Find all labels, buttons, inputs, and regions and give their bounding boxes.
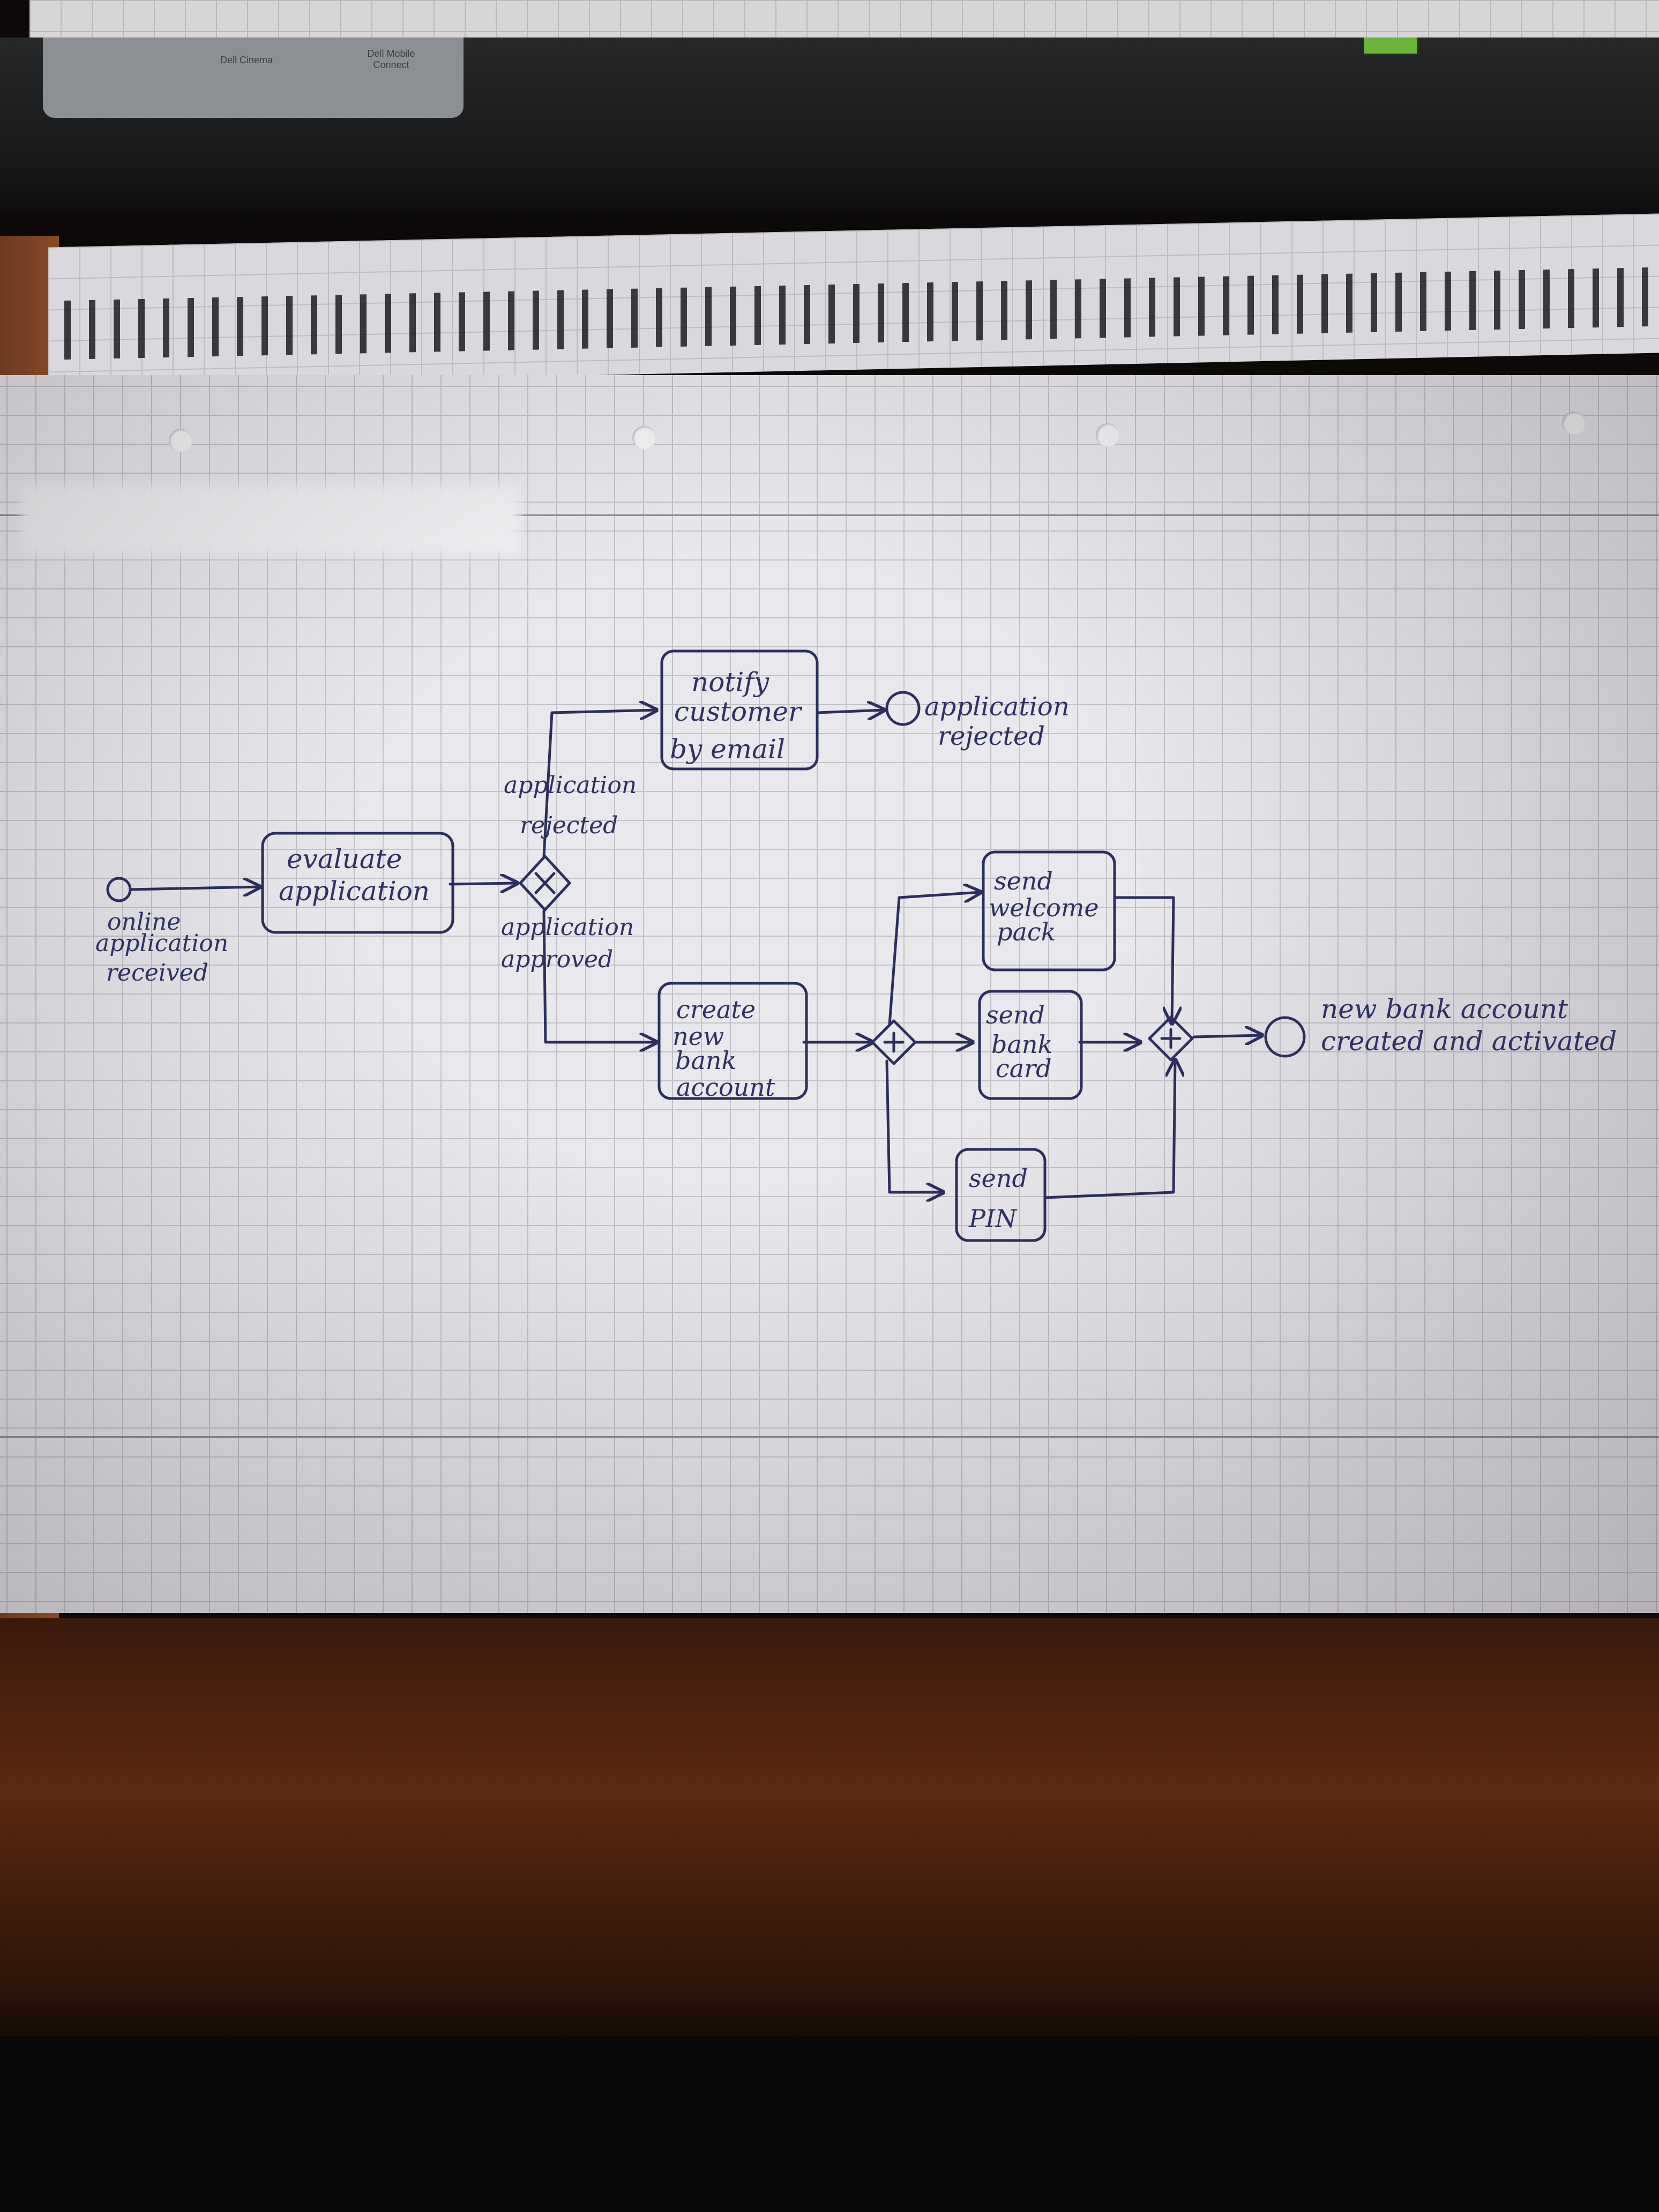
laptop-base: Dell Cinema Dell Mobile Connect <box>0 38 1659 214</box>
gateway-x-marker <box>534 872 556 894</box>
flow-gateway-to-notify <box>542 710 656 858</box>
task-pin-label: send PIN <box>968 1164 1036 1233</box>
blurred-header-area <box>21 485 520 555</box>
dark-floor <box>0 2036 1659 2212</box>
flow-notify-to-end-rejected <box>816 710 884 713</box>
flow-gateway-to-create <box>542 909 656 1042</box>
end-event-rejected-label: application rejected <box>924 692 1078 751</box>
task-create-label: create new bank account <box>672 995 775 1102</box>
punch-hole <box>169 429 192 452</box>
parallel-join-gateway <box>1148 1015 1194 1062</box>
task-notify-customer <box>660 649 819 771</box>
flow-split-to-pin <box>885 1059 943 1192</box>
task-create-new-bank-account <box>657 982 808 1100</box>
task-notify-label: notify customer by email <box>670 667 810 765</box>
punch-hole <box>1562 412 1586 435</box>
task-evaluate-label: evaluate application <box>279 843 430 907</box>
laptop-label-cinema: Dell Cinema <box>220 55 273 65</box>
parallel-split-plus-marker <box>883 1032 905 1053</box>
parallel-split-gateway <box>871 1019 917 1065</box>
end-event-rejected <box>885 691 921 726</box>
task-send-pin <box>955 1148 1047 1242</box>
flow-split-to-welcome <box>888 892 981 1026</box>
top-notebook-edge <box>29 0 1659 38</box>
punch-hole <box>1096 423 1119 447</box>
start-event-label: online application received <box>95 908 236 987</box>
flow-pin-to-join <box>1043 1060 1175 1199</box>
graph-paper-sheet <box>0 375 1659 1613</box>
end-event-success <box>1264 1016 1306 1058</box>
start-event-circle <box>106 877 132 902</box>
end-event-success-label: new bank account created and activated <box>1321 993 1617 1057</box>
laptop-label-mobile-connect: Dell Mobile Connect <box>367 48 415 70</box>
laptop-green-tab <box>1364 38 1417 54</box>
task-bank-card-label: send bank card <box>986 1000 1060 1083</box>
flow-start-to-evaluate <box>129 887 260 890</box>
parallel-join-plus-marker <box>1160 1028 1182 1049</box>
task-send-welcome-pack <box>982 850 1116 972</box>
laptop-sticker-panel: Dell Cinema Dell Mobile Connect <box>43 38 464 118</box>
paper-top-margin-line <box>0 514 1659 516</box>
gateway-label-approved: application approved <box>501 914 641 973</box>
wooden-desk <box>0 1618 1659 2047</box>
task-welcome-pack-label: send welcome pack <box>989 866 1107 946</box>
gateway-label-rejected: application rejected <box>504 772 644 839</box>
paper-bottom-margin-line <box>0 1436 1659 1438</box>
flow-welcome-to-join <box>1113 896 1174 1023</box>
task-send-bank-card <box>978 990 1083 1100</box>
task-evaluate-application <box>261 832 454 934</box>
exclusive-gateway <box>519 855 571 911</box>
flow-evaluate-to-gateway <box>449 883 517 884</box>
punch-hole <box>632 426 656 450</box>
flow-join-to-end-success <box>1192 1035 1262 1037</box>
